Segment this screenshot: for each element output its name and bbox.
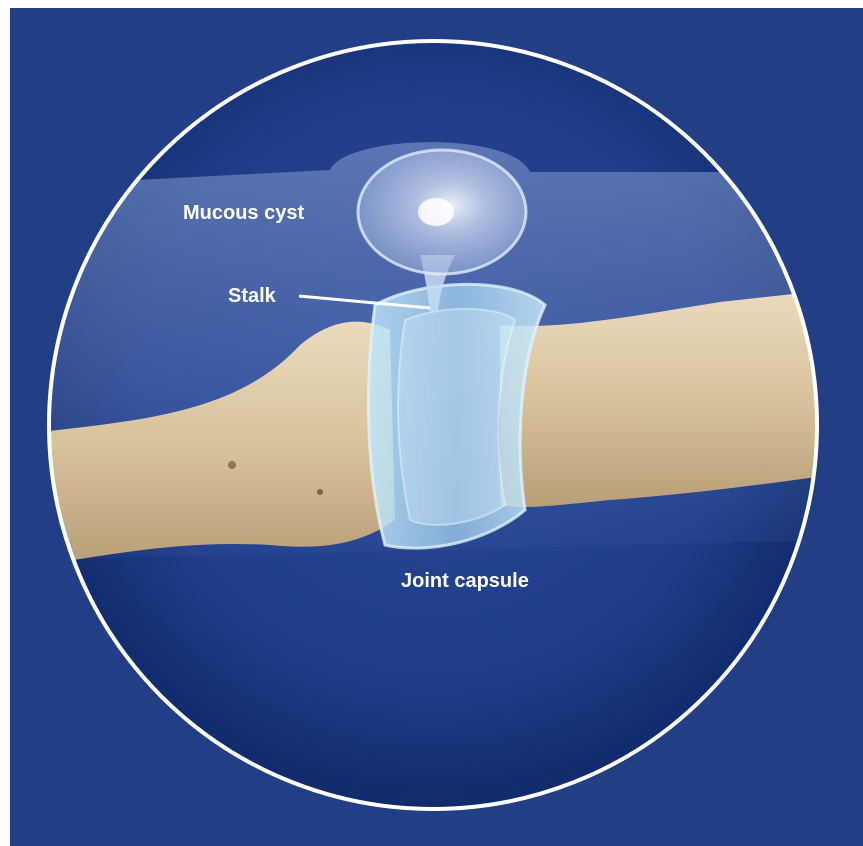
joint-capsule-inner	[398, 309, 515, 525]
mucous-cyst-label: Mucous cyst	[183, 203, 304, 223]
bone-mark	[317, 489, 323, 495]
cyst-highlight	[418, 198, 454, 226]
bone-mark	[228, 461, 236, 469]
stalk-label: Stalk	[228, 286, 276, 306]
joint-capsule-label: Joint capsule	[401, 571, 529, 591]
